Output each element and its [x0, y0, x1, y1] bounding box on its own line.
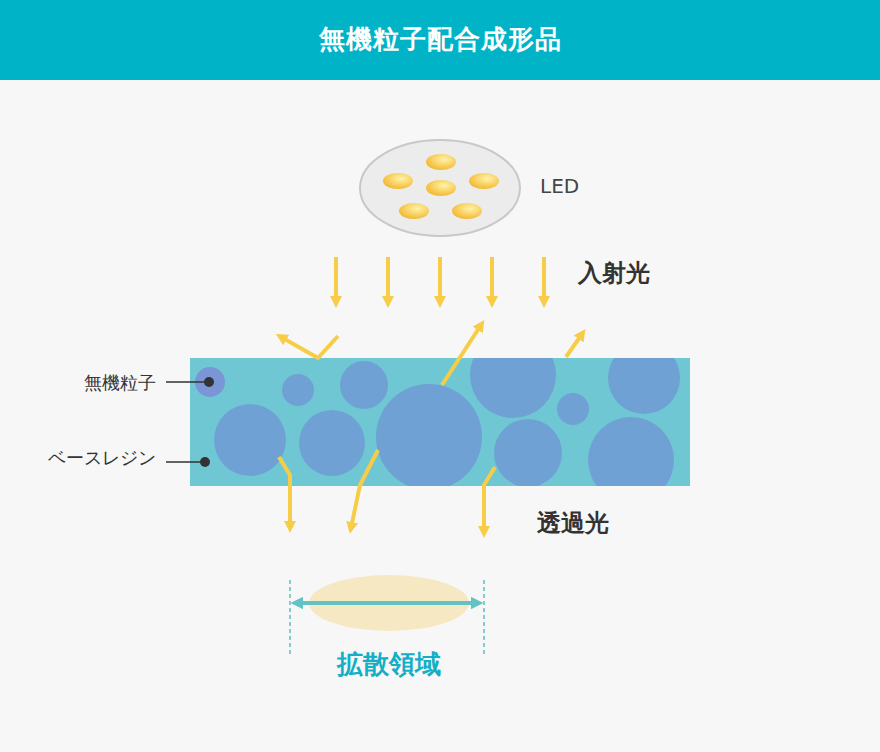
leader-lines [166, 377, 214, 467]
diffusion-region [290, 575, 484, 656]
resin-block [190, 332, 690, 503]
resin-label: ベースレジン [48, 447, 156, 469]
diffusion-label: 拡散領域 [337, 649, 441, 680]
title-text: 無機粒子配合成形品 [319, 24, 562, 55]
incident-arrows [336, 257, 544, 302]
led-source [360, 140, 520, 236]
led-label: LED [540, 174, 579, 198]
transmitted-light-label: 透過光 [537, 509, 609, 538]
particle-label: 無機粒子 [84, 372, 156, 394]
scattered-arrows [279, 325, 582, 532]
incident-light-label: 入射光 [578, 259, 650, 288]
